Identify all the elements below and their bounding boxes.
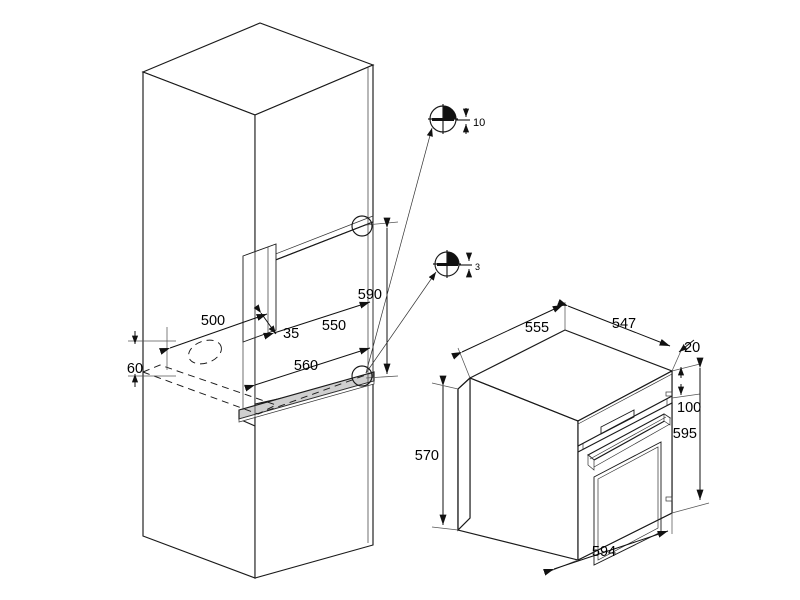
dim-547-line <box>557 298 671 347</box>
dim-20-line <box>678 339 695 353</box>
dim-label-560: 560 <box>294 358 318 374</box>
dim-label-35: 35 <box>283 326 299 342</box>
dim-500-line <box>159 313 268 355</box>
ext-555-left <box>457 347 471 379</box>
oven-handle-highlight <box>589 416 667 460</box>
oven-left-side-body <box>457 376 471 532</box>
detail-lower-band <box>437 263 458 266</box>
dim-label-570: 570 <box>415 448 439 464</box>
dim-560-line <box>244 347 371 392</box>
oven-group <box>457 329 674 566</box>
detail-lower-filled-quadrant <box>447 252 459 264</box>
dim-594-line <box>543 530 669 576</box>
dim-label-60: 60 <box>127 361 143 377</box>
detail-lower-group: 3 <box>433 250 480 278</box>
ext-570-top <box>431 382 459 390</box>
cabinet-left-face <box>142 71 256 579</box>
oven-display-window <box>600 409 635 435</box>
dim-555-line <box>451 304 564 360</box>
ext-100-bot <box>671 393 701 399</box>
dim-label-590: 590 <box>358 287 382 303</box>
dim-label-500: 500 <box>201 313 225 329</box>
dim-label-594: 594 <box>592 544 616 560</box>
dim-label-547: 547 <box>612 316 636 332</box>
dim-label-550: 550 <box>322 318 346 334</box>
oven-handle-end-cap <box>587 454 595 471</box>
detail-callouts: 10 3 <box>351 104 485 387</box>
detail-upper-group: 10 <box>428 104 485 134</box>
niche-dimensions: 590 560 550 35 500 60 <box>127 217 399 392</box>
detail-marker-upper <box>351 215 373 237</box>
detail-marker-lower <box>351 365 373 387</box>
dim-label-100: 100 <box>677 400 701 416</box>
dim-label-20: 20 <box>684 340 700 356</box>
ext-570-bot <box>431 526 459 531</box>
ext-595-bot <box>671 502 710 514</box>
ext-547-right <box>671 343 685 372</box>
oven-lug-bottom <box>665 496 673 502</box>
dim-550-line <box>263 301 371 340</box>
leader-upper <box>365 127 433 374</box>
oven-control-panel-edge <box>577 373 673 425</box>
ext-100-top <box>671 363 701 372</box>
dim-label-3: 3 <box>475 262 480 272</box>
oven-lug-top <box>665 391 673 397</box>
dim-label-10: 10 <box>473 117 485 129</box>
leader-lower <box>365 271 437 374</box>
oven-dimensions: 555 547 20 100 595 570 594 <box>415 298 710 576</box>
oven-handle-lower-edge <box>593 423 671 468</box>
dim-label-555: 555 <box>525 320 549 336</box>
detail-upper-filled-quadrant <box>443 106 456 119</box>
oven-handle-end-cap-right <box>663 413 671 426</box>
dim-label-595: 595 <box>673 426 697 442</box>
detail-upper-band <box>432 118 454 121</box>
cabinet-niche-group <box>141 22 375 579</box>
